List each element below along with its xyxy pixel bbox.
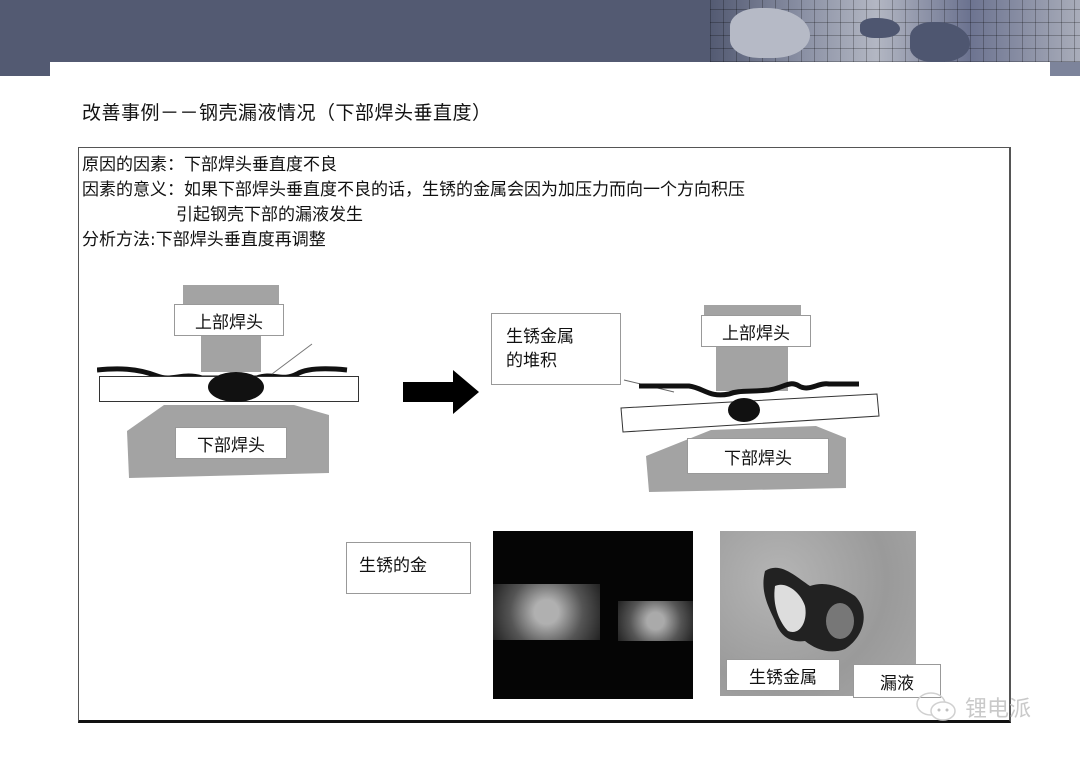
upper-electrode-label: 上部焊头 bbox=[174, 304, 284, 336]
tab-wire bbox=[97, 343, 348, 378]
cross-section-photo bbox=[493, 531, 693, 699]
watermark-text: 锂电派 bbox=[965, 697, 1032, 722]
corner-decoration bbox=[1050, 62, 1080, 76]
lower-electrode-label-after: 下部焊头 bbox=[687, 438, 829, 474]
photo-layer-right bbox=[618, 601, 693, 641]
rust-accumulation-callout: 生锈金属 的堆积 bbox=[491, 313, 621, 385]
right-arrow-icon bbox=[403, 370, 479, 414]
meaning-line: 因素的意义：如果下部焊头垂直度不良的话，生锈的金属会因为加压力而向一个方向积压 bbox=[82, 180, 745, 200]
analysis-line: 分析方法:下部焊头垂直度再调整 bbox=[82, 230, 326, 250]
leakage-label: 漏液 bbox=[853, 664, 941, 698]
cause-line: 原因的因素：下部焊头垂直度不良 bbox=[82, 155, 337, 175]
weld-nugget bbox=[208, 372, 264, 402]
callout-line-1: 生锈金属 bbox=[506, 327, 574, 347]
tilted-assembly bbox=[620, 379, 880, 433]
rust-metal-callout: 生锈的金 bbox=[346, 542, 471, 594]
upper-electrode-label-after: 上部焊头 bbox=[701, 315, 811, 347]
callout-line-2: 的堆积 bbox=[506, 351, 557, 371]
meaning-line-continued: 引起钢壳下部的漏液发生 bbox=[176, 205, 363, 225]
upper-electrode-top bbox=[183, 285, 279, 305]
slide-title: 改善事例－－钢壳漏液情况（下部焊头垂直度） bbox=[82, 102, 492, 124]
rust-metal-label: 生锈金属 bbox=[726, 659, 840, 691]
world-map-decoration bbox=[710, 0, 1080, 62]
wechat-icon bbox=[916, 692, 956, 721]
upper-electrode-body-after bbox=[716, 343, 788, 391]
photo-layer-left bbox=[493, 584, 600, 640]
content-box: 原因的因素：下部焊头垂直度不良 因素的意义：如果下部焊头垂直度不良的话，生锈的金… bbox=[78, 147, 1011, 723]
watermark: 锂电派 bbox=[915, 690, 1031, 724]
lower-electrode-label: 下部焊头 bbox=[175, 427, 287, 459]
rust-blob bbox=[763, 567, 864, 652]
